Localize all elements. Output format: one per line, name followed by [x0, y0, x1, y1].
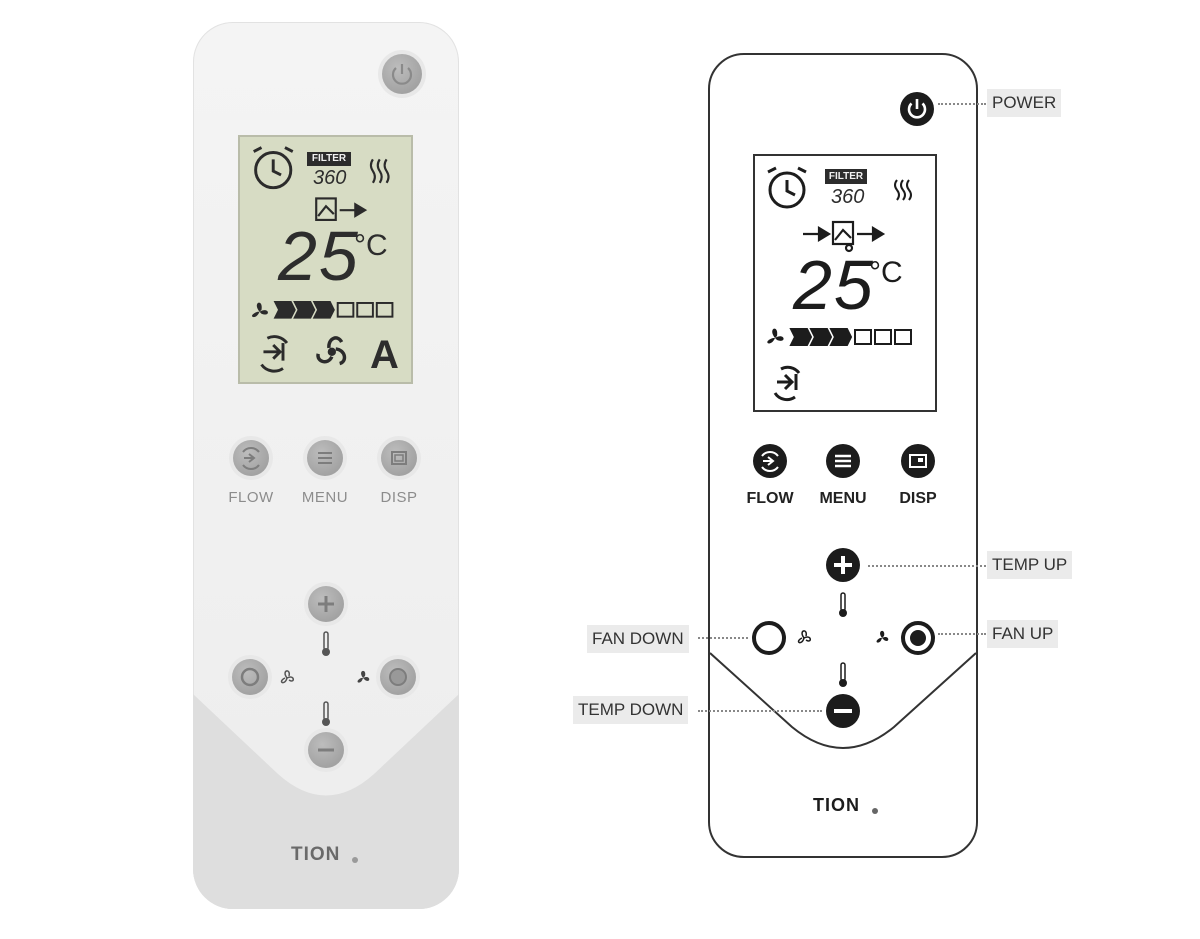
disp-button[interactable]: [381, 440, 417, 476]
temp-down-button[interactable]: [308, 732, 344, 768]
temp-up-leader-line: [868, 565, 986, 567]
minus-icon: [826, 694, 860, 728]
fan-icon: [252, 302, 268, 318]
power-leader-line: [938, 103, 986, 105]
temperature-display: 25: [278, 217, 360, 295]
circle-icon: [901, 621, 935, 655]
fan-down-button[interactable]: [232, 659, 268, 695]
thermometer-icon: [839, 592, 847, 617]
plus-icon: [826, 548, 860, 582]
display-icon: [391, 451, 407, 465]
minus-icon: [318, 748, 334, 752]
flow-icon: [260, 335, 289, 373]
circle-icon: [752, 621, 786, 655]
disp-label: DISP: [380, 489, 418, 506]
circle-icon: [240, 667, 260, 687]
heat-icon: [894, 179, 912, 201]
heat-icon: [369, 158, 390, 184]
fan-down-button[interactable]: [751, 620, 787, 656]
display-icon: [901, 444, 935, 478]
fan-icon: [876, 630, 889, 643]
airflow-icon: [315, 197, 368, 222]
fan-icon: [767, 328, 784, 344]
menu-icon: [826, 444, 860, 478]
thermometer-icon: [322, 631, 330, 656]
lcd-icons: [767, 166, 912, 402]
lcd-icons: [252, 146, 394, 373]
temp-down-leader-line: [698, 710, 822, 712]
power-callout: POWER: [987, 89, 1062, 117]
flow-button[interactable]: [752, 443, 788, 479]
circle-icon: [389, 668, 407, 686]
flow-button[interactable]: [233, 440, 269, 476]
fan-level-bar: [273, 301, 394, 319]
fan-icon: [316, 336, 347, 366]
temperature-unit: °C: [869, 256, 903, 289]
filter-counter: 360: [313, 167, 347, 189]
flow-icon: [773, 365, 801, 402]
fan-down-callout: FAN DOWN: [587, 625, 689, 653]
fan-icon: [797, 630, 811, 644]
menu-label: MENU: [301, 489, 349, 506]
remote-lower-panel-outline: [710, 652, 976, 749]
fan-down-leader-line: [698, 637, 748, 639]
temperature-display: 25: [793, 246, 875, 324]
alarm-clock-icon: [767, 166, 807, 209]
power-icon: [391, 64, 413, 85]
temp-up-button[interactable]: [308, 586, 344, 622]
temp-down-callout: TEMP DOWN: [573, 696, 689, 724]
fan-icon: [280, 670, 294, 684]
thermometer-icon: [839, 662, 847, 687]
fan-up-callout: FAN UP: [987, 620, 1059, 648]
temp-up-button[interactable]: [825, 547, 861, 583]
power-button[interactable]: [382, 54, 422, 94]
brand-dot: [872, 808, 878, 814]
fan-up-leader-line: [938, 633, 986, 635]
flow-label: FLOW: [228, 489, 274, 506]
fan-up-button[interactable]: [380, 659, 416, 695]
lcd-screen: FILTER 360 25 °C A: [238, 135, 413, 384]
brand-dot: [352, 857, 358, 863]
flow-icon: [242, 447, 260, 470]
brand-logo: TION: [291, 844, 341, 865]
flow-icon: [753, 444, 787, 478]
menu-button[interactable]: [825, 443, 861, 479]
disp-label: DISP: [899, 490, 937, 507]
disp-button[interactable]: [900, 443, 936, 479]
plus-icon: [318, 596, 334, 612]
airflow-icon: [803, 220, 886, 253]
brand-logo: TION: [813, 795, 860, 815]
alarm-clock-icon: [253, 146, 294, 190]
power-icon: [900, 92, 934, 126]
fan-level-bar: [789, 328, 912, 346]
filter-indicator: FILTER: [825, 169, 867, 184]
menu-icon: [318, 452, 332, 464]
temperature-unit: °C: [354, 229, 388, 262]
filter-counter: 360: [831, 186, 865, 208]
filter-indicator: FILTER: [307, 152, 351, 166]
power-button[interactable]: [899, 91, 935, 127]
thermometer-icon: [322, 701, 330, 726]
flow-label: FLOW: [746, 490, 794, 507]
temp-down-button[interactable]: [825, 693, 861, 729]
mode-indicator: A: [370, 333, 399, 377]
menu-label: MENU: [819, 490, 867, 507]
lcd-screen: FILTER 360 25 °C: [753, 154, 937, 412]
fan-up-button[interactable]: [900, 620, 936, 656]
remote-diagram: FILTER 360 25 °C FLOW MENU DISP: [708, 53, 978, 858]
remote-photo: FILTER 360 25 °C A FLOW MENU DISP: [193, 22, 459, 909]
fan-icon: [357, 670, 370, 683]
temp-up-callout: TEMP UP: [987, 551, 1073, 579]
menu-button[interactable]: [307, 440, 343, 476]
